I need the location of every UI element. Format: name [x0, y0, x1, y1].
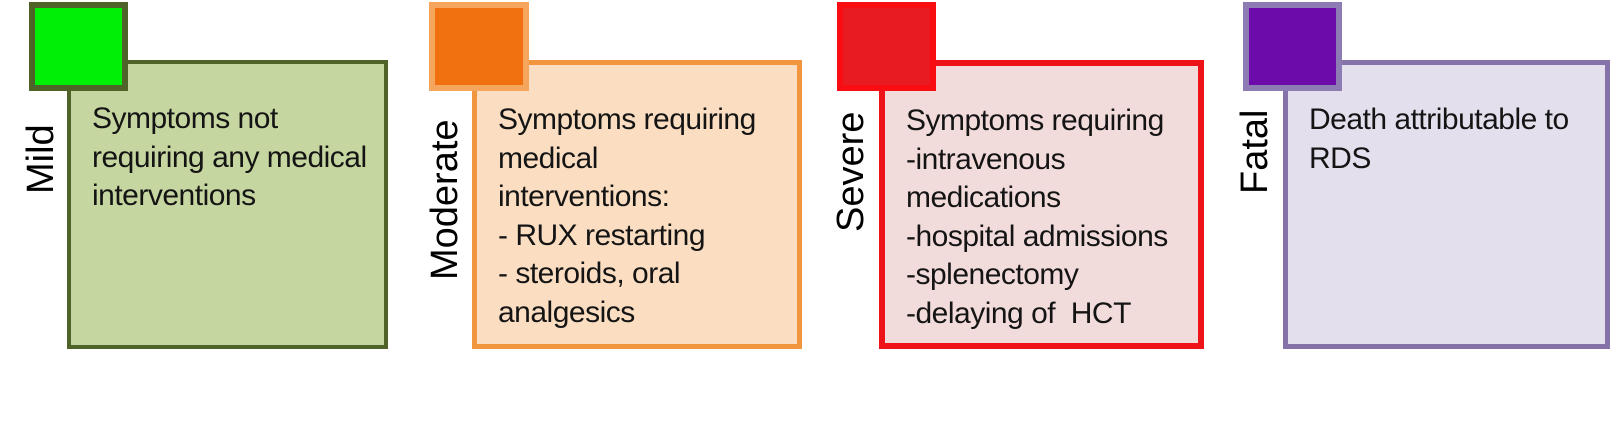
mild-description-box: Symptoms not requiring any medical inter…: [67, 60, 388, 349]
moderate-label: Moderate: [424, 119, 466, 280]
severe-description-box: Symptoms requiring -intravenous medicati…: [879, 60, 1204, 349]
description-line: interventions:: [498, 180, 670, 213]
description-line: Symptoms requiring: [498, 103, 756, 136]
description-line: analgesics: [498, 295, 635, 329]
moderate-color-swatch: [429, 2, 529, 91]
description-line: Death attributable to: [1309, 103, 1569, 136]
fatal-color-swatch: [1243, 2, 1342, 91]
description-line: -splenectomy: [906, 258, 1079, 291]
severe-color-swatch: [837, 2, 936, 91]
description-line: -intravenous: [906, 142, 1066, 176]
description-line: interventions: [92, 179, 256, 212]
description-line: -delaying of HCT: [906, 296, 1131, 330]
description-line: - steroids, oral: [498, 257, 681, 290]
severe-label: Severe: [830, 111, 872, 232]
description-line: - RUX restarting: [498, 218, 706, 252]
description-line: Symptoms requiring: [906, 104, 1164, 137]
description-line: requiring any medical: [92, 140, 367, 174]
fatal-description-box: Death attributable to RDS: [1283, 60, 1610, 349]
moderate-description-box: Symptoms requiring medical interventions…: [472, 60, 802, 349]
description-line: medications: [906, 181, 1061, 214]
description-line: medical: [498, 141, 598, 175]
fatal-label: Fatal: [1234, 109, 1276, 194]
description-line: RDS: [1309, 141, 1371, 175]
mild-color-swatch: [29, 2, 128, 91]
description-line: Symptoms not: [92, 102, 278, 135]
description-line: -hospital admissions: [906, 219, 1168, 253]
mild-label: Mild: [20, 124, 62, 194]
